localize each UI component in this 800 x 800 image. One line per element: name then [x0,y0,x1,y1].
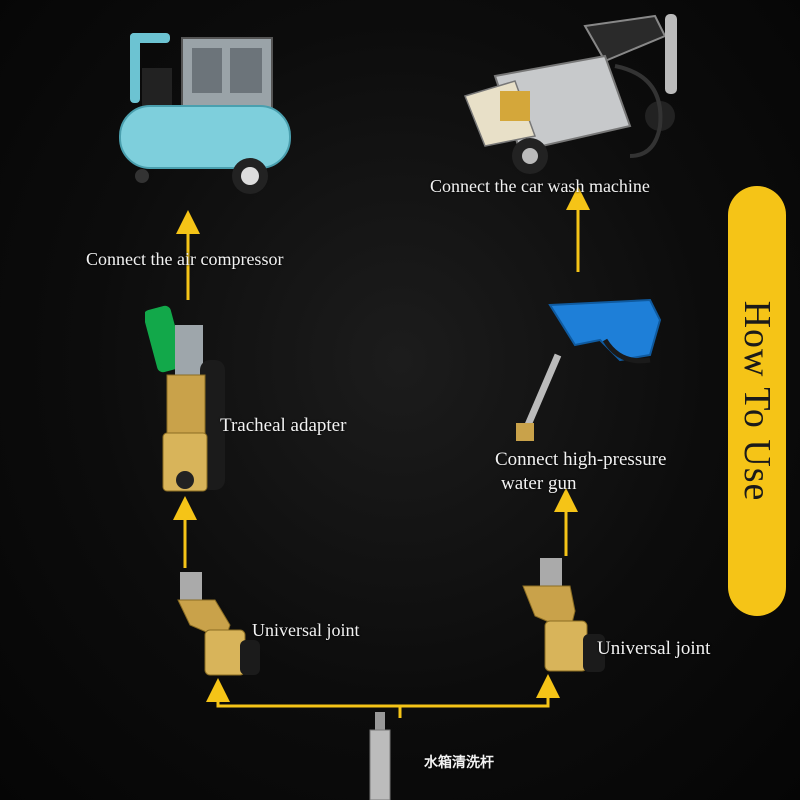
air-compressor-icon [119,33,291,194]
how-to-use-banner: How To Use [728,186,786,616]
water-gun-icon [516,298,662,441]
universal-joint-right-icon [522,558,605,672]
car-wash-machine-icon [463,14,677,174]
air-compressor-caption: Connect the air compressor [86,249,284,269]
water-gun-caption-line1: Connect high-pressure [495,449,667,470]
universal-joint-left-icon [177,572,260,676]
tracheal-adapter-caption: Tracheal adapter [220,415,347,436]
cleaning-rod-caption: 水箱清洗杆 [424,755,494,771]
cleaning-rod-icon [369,712,391,800]
bottom-connector [206,678,402,718]
water-gun-caption-line2: water gun [501,473,577,494]
universal-joint-right-caption: Universal joint [597,638,711,659]
car-wash-machine-caption: Connect the car wash machine [430,176,650,196]
universal-joint-left-caption: Universal joint [252,620,360,640]
banner-title: How To Use [736,300,778,502]
bottom-connector-right [400,674,560,708]
tracheal-adapter-icon [145,305,225,492]
